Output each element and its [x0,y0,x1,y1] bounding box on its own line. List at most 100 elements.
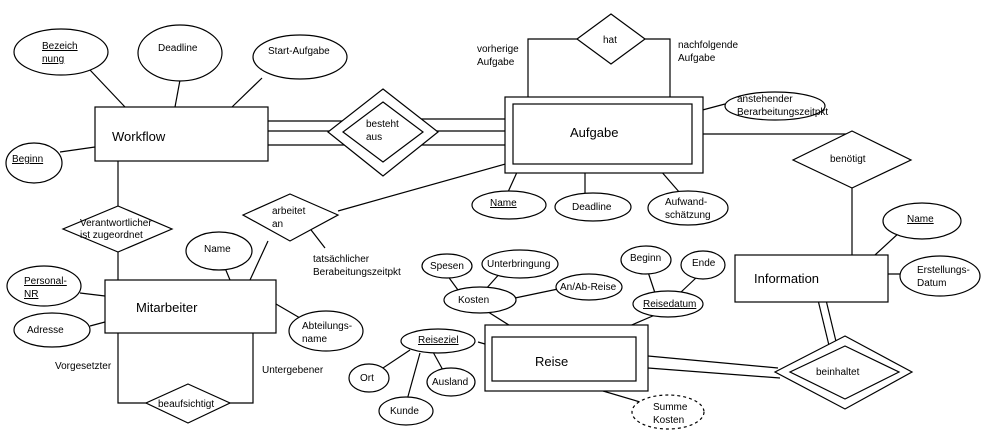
entity-workflow-box [94,106,269,162]
entity-information-box [734,254,889,303]
attr-start-aufgabe-ellipse [252,34,348,80]
attr-aufwand: Aufwand- schätzung [647,190,729,226]
rel-verantwortlicher-diamond [61,205,174,253]
line-workflow-beginn [59,146,96,153]
attr-ort: Ort [348,363,390,393]
rel-beinhaltet-label: beinhaltet [816,367,860,378]
rel-besteht-aus: besteht aus [327,88,439,177]
annotation-vorherige-2: Aufgabe [477,57,515,68]
attr-unterbringung: Unterbringung [481,249,559,279]
attr-abteilungsname-label-1: Abteilungs- [302,321,352,332]
attr-beginn-workflow-ellipse [5,142,63,184]
attr-name-aufgabe-ellipse [471,190,547,220]
attr-kosten-label: Kosten [458,295,489,306]
rel-verantwortlicher-label-2: ist zugeordnet [80,230,143,241]
line-workflow-startaufgabe [231,77,263,108]
line-mitarbeiter-abteilung [275,303,301,319]
rel-benoetigt-label: benötigt [830,154,866,165]
attr-summe-kosten-label-2: Kosten [653,415,684,426]
attr-erstellungsdatum-ellipse [899,255,981,297]
attr-an-ab-reise-label: An/Ab-Reise [560,282,617,293]
attr-an-ab-reise-ellipse [555,273,623,301]
attr-ausland-ellipse [426,367,476,397]
line-hat-vorherige [527,38,577,97]
attr-an-ab-reise: An/Ab-Reise [555,273,623,301]
line-hat-nachfolgende [645,38,671,97]
attr-aufwand-ellipse [647,190,729,226]
attr-name-mitarbeiter-ellipse [185,231,253,271]
attr-name-mitarbeiter-label: Name [204,244,231,255]
attr-anstehender-label-1: anstehender [737,94,793,105]
attr-reisedatum-ellipse [632,290,704,318]
attr-reisedatum-label: Reisedatum [643,299,696,310]
line-reiseziel-ort [379,349,411,371]
attr-spesen-ellipse [421,253,473,279]
attr-name-information: Name [882,202,962,240]
attr-beginn-workflow: Beginn [5,142,63,184]
attr-deadline-workflow: Deadline [137,24,223,82]
attr-name-mitarbeiter: Name [185,231,253,271]
attr-deadline-workflow-label: Deadline [158,43,198,54]
attr-name-information-ellipse [882,202,962,240]
entity-aufgabe-inner-box [512,103,693,165]
line-mitarbeiter-personalnr [79,292,106,297]
line-reiseziel-kunde [406,352,421,401]
entity-reise: Reise [484,324,649,392]
attr-name-information-label: Name [907,214,934,225]
annotation-nachfolgende-2: Aufgabe [678,53,716,64]
attr-deadline-aufgabe-label: Deadline [572,202,612,213]
attr-ort-label: Ort [360,373,374,384]
attr-ausland-label: Ausland [432,377,468,388]
attr-reiseziel-ellipse [400,328,476,354]
attr-ort-ellipse [348,363,390,393]
attr-personal-nr: Personal- NR [6,265,82,307]
rel-besteht-aus-label-1: besteht [366,119,399,130]
attr-anstehender: anstehender Berarbeitungszeitpkt [724,91,828,121]
line-aufgabe-benoetigt [692,131,853,135]
attr-kunde-ellipse [378,396,434,426]
entity-reise-label: Reise [535,354,568,369]
rel-besteht-aus-inner-diamond [342,101,424,163]
annotation-tatsaechlicher-2: Berabeitungszeitpkt [313,267,401,278]
entity-reise-inner-box [491,336,637,382]
rel-beaufsichtigt-label: beaufsichtigt [158,399,214,410]
attr-deadline-aufgabe-ellipse [554,192,632,222]
rel-arbeitet-an-label-1: arbeitet [272,206,306,217]
attr-personal-nr-label-2: NR [24,289,38,300]
attr-spesen: Spesen [421,253,473,279]
entity-mitarbeiter: Mitarbeiter [104,279,277,334]
rel-besteht-aus-label-2: aus [366,132,382,143]
attr-beginn-reise-ellipse [620,245,672,275]
line-information-name [874,231,901,256]
rel-hat-label: hat [603,35,617,46]
attr-summe-kosten-ellipse [631,394,705,430]
attr-reisedatum: Reisedatum [632,290,704,318]
attr-reiseziel-label: Reiseziel [418,335,459,346]
attr-abteilungsname-ellipse [288,310,364,352]
annotation-nachfolgende-1: nachfolgende [678,40,738,51]
line-mitarbeiter-adresse [89,321,106,327]
attr-summe-kosten: Summe Kosten [631,394,705,430]
attr-ende-label: Ende [692,258,716,269]
attr-kosten: Kosten [443,286,517,314]
rel-beinhaltet-inner-diamond [788,345,901,400]
line-beaufsichtigt-untergebener [228,333,254,404]
attr-anstehender-ellipse [724,91,826,121]
attr-spesen-label: Spesen [430,261,464,272]
attr-reiseziel: Reiseziel [400,328,476,354]
entity-workflow-label: Workflow [112,129,166,144]
attr-anstehender-label-2: Berarbeitungszeitpkt [737,107,828,118]
attr-bezeichnung-label-2: nung [42,54,64,65]
attr-summe-kosten-label-1: Summe [653,402,688,413]
line-workflow-deadline [174,79,181,108]
line-aufgabe-aufwand [659,169,681,194]
line-reisedatum-ende [679,276,698,294]
attr-aufwand-label-2: schätzung [665,210,711,221]
entity-workflow: Workflow [94,106,269,162]
line-kosten-anabreise [514,288,559,299]
attr-abteilungsname: Abteilungs- name [288,310,364,352]
attr-start-aufgabe-label: Start-Aufgabe [268,46,330,57]
attr-erstellungsdatum: Erstellungs- Datum [899,255,981,297]
rel-beaufsichtigt: beaufsichtigt [144,383,232,424]
